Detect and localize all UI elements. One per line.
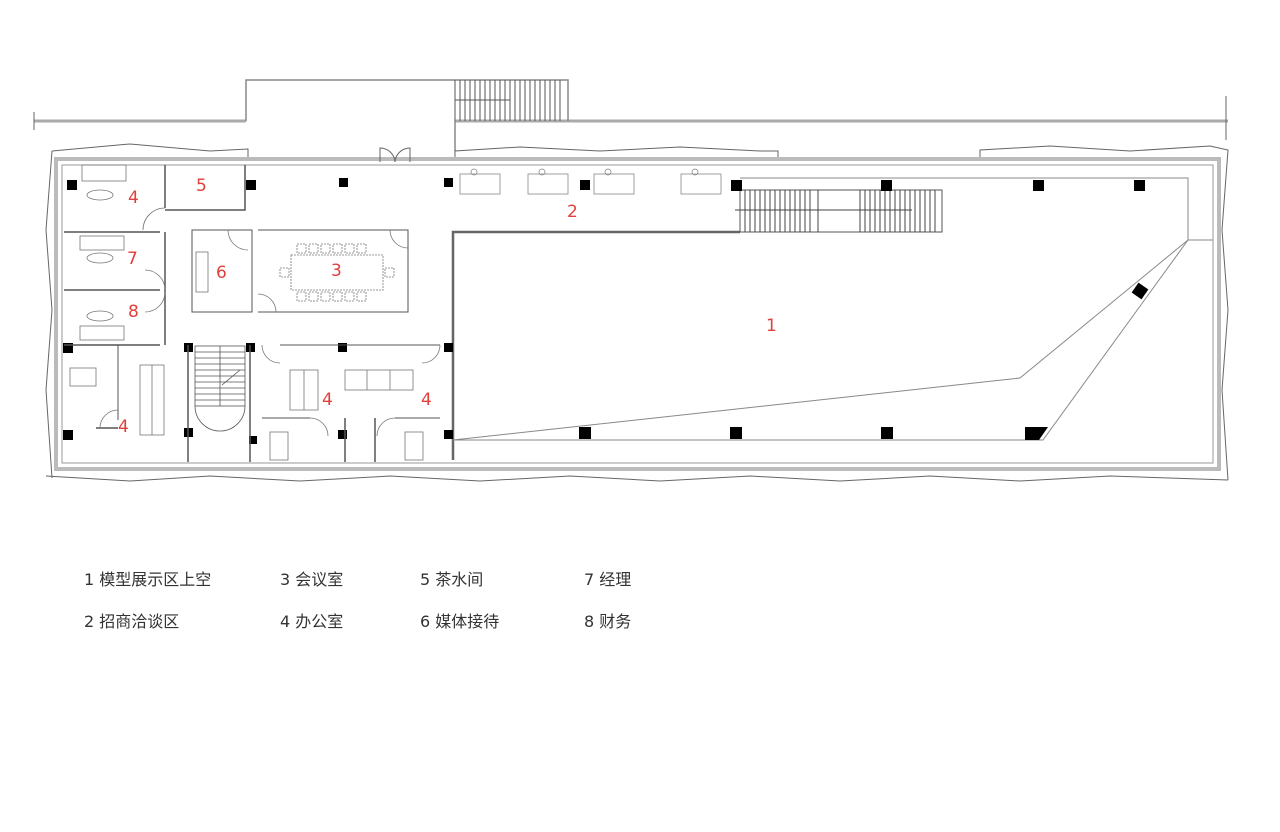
conference-table	[279, 243, 395, 302]
legend-item-7: 7 经理	[584, 570, 632, 589]
site-boundary	[33, 79, 1228, 151]
room-label-1: 1	[766, 316, 777, 336]
stairwell	[194, 345, 246, 432]
legend-item-4: 4 办公室	[280, 612, 344, 631]
room-label-2: 2	[567, 202, 578, 222]
room-label-4d: 4	[421, 390, 432, 410]
workstations	[69, 364, 424, 461]
room-label-6: 6	[216, 263, 227, 283]
legend-item-1: 1 模型展示区上空	[84, 570, 212, 589]
legend-item-8: 8 财务	[584, 612, 632, 631]
room-labels: 1 2 3 4 4 4 4 5 6 7 8	[118, 176, 777, 437]
room-label-4c: 4	[322, 390, 333, 410]
legend-item-2: 2 招商洽谈区	[84, 612, 180, 631]
negotiation-tables	[459, 168, 722, 195]
exterior-stair	[454, 80, 561, 121]
room-label-4a: 4	[128, 188, 139, 208]
entry-door	[379, 147, 411, 163]
interior-walls	[64, 165, 440, 462]
legend-item-6: 6 媒体接待	[420, 612, 500, 631]
legend-item-5: 5 茶水间	[420, 570, 484, 589]
building-walls	[54, 157, 1221, 471]
structural-columns	[63, 178, 1149, 444]
escalator	[735, 189, 943, 233]
room-label-7: 7	[127, 249, 138, 269]
atrium-void	[451, 177, 1213, 460]
room-label-8: 8	[128, 302, 139, 322]
room-label-5: 5	[196, 176, 207, 196]
legend-item-3: 3 会议室	[280, 570, 344, 589]
room-label-4b: 4	[118, 417, 129, 437]
door-swings	[99, 207, 441, 437]
room-legend: 1 模型展示区上空 3 会议室 5 茶水间 7 经理 2 招商洽谈区 4 办公室…	[84, 566, 684, 632]
room-label-3: 3	[331, 261, 342, 281]
sofas	[79, 164, 209, 341]
facade-outline	[45, 143, 1229, 482]
